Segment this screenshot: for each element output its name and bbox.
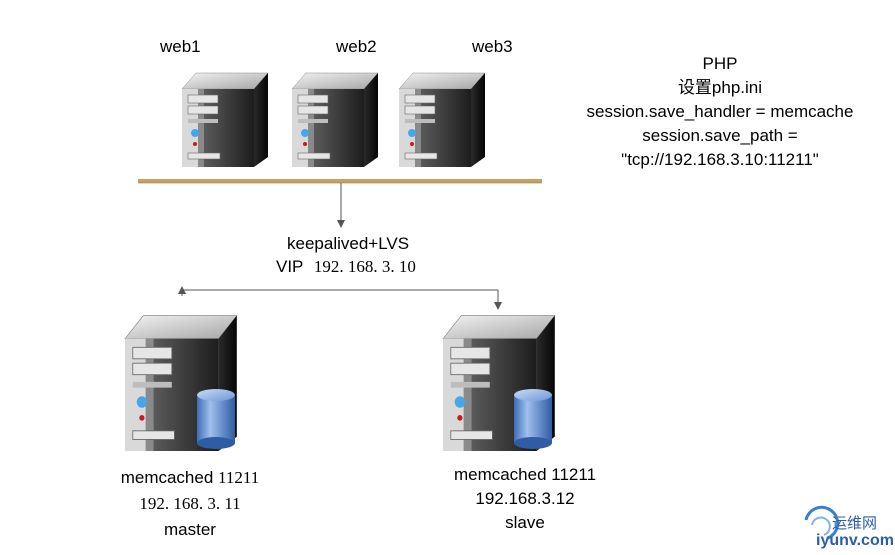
web3-label: web3 — [472, 37, 513, 56]
watermark-url: iyunv.com — [816, 532, 894, 549]
php-config-line1: 设置php.ini — [677, 78, 763, 97]
vip-line: VIP 192. 168. 3. 10 — [276, 257, 416, 277]
master-port: 11211 — [218, 468, 260, 487]
slave-database-icon — [514, 389, 552, 449]
slave-name-line: memcached 11211 — [453, 465, 597, 484]
web1-label: web1 — [160, 37, 201, 56]
php-config-line2: session.save_handler = memcache — [586, 102, 854, 121]
php-config-title: PHP — [702, 54, 738, 73]
web2-server-icon — [291, 72, 379, 168]
memcached-slave-label: memcached 11211 192.168.3.12 slave — [425, 463, 625, 535]
watermark-logo-icon — [804, 505, 840, 540]
master-database-icon — [197, 389, 235, 449]
php-config-line4: "tcp://192.168.3.10:11211" — [621, 150, 819, 169]
vip-address: 192. 168. 3. 10 — [313, 257, 416, 276]
web1-server-icon — [181, 72, 269, 168]
master-ip: 192. 168. 3. 11 — [139, 494, 241, 513]
slave-ip: 192.168.3.12 — [475, 489, 575, 508]
memcached-master-label: memcached 11211 192. 168. 3. 11 master — [95, 465, 285, 543]
web2-label: web2 — [336, 37, 377, 56]
web3-server-icon — [398, 72, 486, 168]
master-name-line: memcached 11211 — [95, 465, 285, 491]
master-service-name: memcached — [120, 468, 214, 487]
vip-prefix: VIP — [276, 257, 304, 276]
lvs-label: keepalived+LVS — [287, 234, 410, 253]
slave-role: slave — [505, 513, 545, 532]
php-config-note: PHP 设置php.ini session.save_handler = mem… — [540, 52, 895, 172]
watermark-name: 运维网 — [832, 514, 878, 532]
php-config-line3: session.save_path = — [642, 126, 798, 145]
master-role: master — [164, 520, 216, 539]
